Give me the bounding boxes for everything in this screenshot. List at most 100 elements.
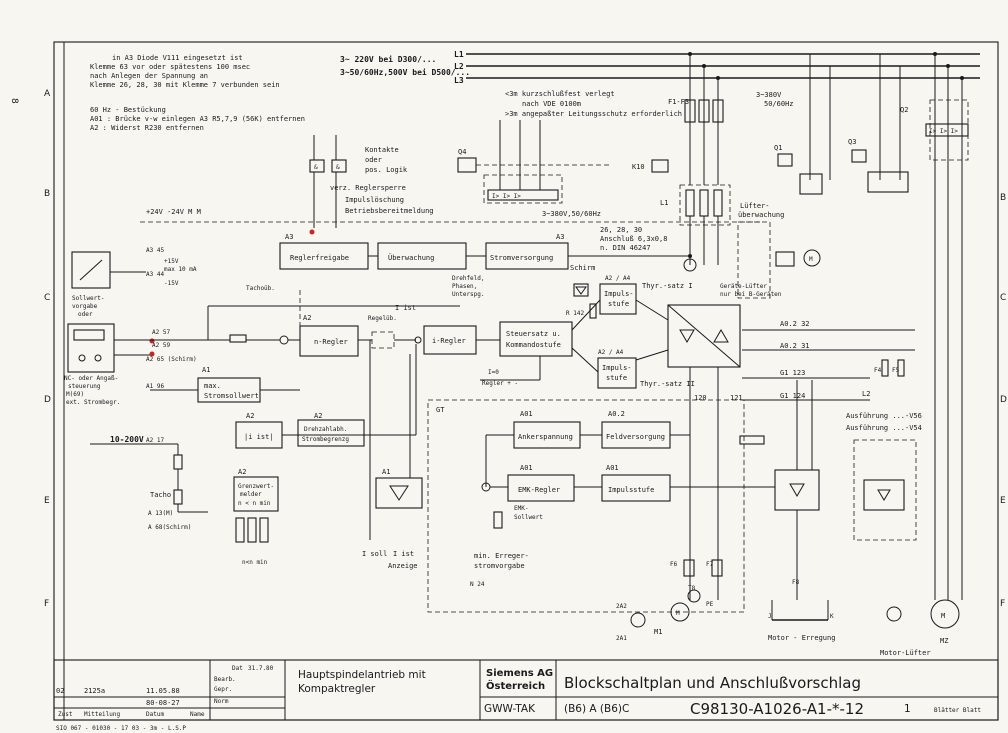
label-a02-32: A0.2 32 xyxy=(780,320,810,328)
label-f5: F5 xyxy=(892,367,900,374)
phase-l3: L3 xyxy=(454,76,464,85)
block-impulsstufe-1-b: stufe xyxy=(608,300,629,308)
label-a1-anzeige: A1 xyxy=(382,468,390,476)
row-label-b: B xyxy=(44,189,50,199)
svg-text:I=0: I=0 xyxy=(488,369,499,376)
label-n-nmin: n<n min xyxy=(242,559,268,566)
label-tacho-a: A 13(M) xyxy=(148,510,173,517)
tb-norm: Norm xyxy=(214,698,229,705)
tb-dept: GWW-TAK xyxy=(484,703,536,715)
block-ankerspannung-label: Ankerspannung xyxy=(518,433,573,441)
row-label-c-right: C xyxy=(1000,293,1006,303)
term-a2-57: A2 57 xyxy=(152,329,170,336)
block-i-ist-abs-label: |i ist| xyxy=(244,433,274,441)
svg-text:M: M xyxy=(809,256,813,263)
label-anschluss-1: 26, 28, 30 xyxy=(600,226,642,234)
label-g1-124: G1 124 xyxy=(780,392,805,400)
tb-title: Blockschaltplan und Anschlußvorschlag xyxy=(564,674,861,692)
tb-rev-code: 02 xyxy=(56,687,64,695)
label-a2a4-upper: A2 / A4 xyxy=(605,275,631,282)
motor-m1 xyxy=(670,602,690,622)
label-j: J xyxy=(768,613,772,620)
row-label-e-right: E xyxy=(1000,496,1006,506)
row-label-f-right: F xyxy=(1000,599,1005,609)
block-stromversorgung-label: Stromversorgung xyxy=(490,254,553,262)
label-a02-31: A0.2 31 xyxy=(780,342,810,350)
label-min-erreger-2: stromvorgabe xyxy=(474,562,525,570)
block-grenzwertmelder xyxy=(233,476,279,512)
block-emk-regler-label: EMK-Regler xyxy=(518,486,560,494)
label-ausfuehrung-1: Ausführung ...-V56 xyxy=(846,412,922,420)
block-grenz-2: melder xyxy=(240,491,262,498)
terminal-121: 121 xyxy=(730,394,743,402)
row-label-d: D xyxy=(44,395,51,405)
label-l2: L2 xyxy=(862,390,870,398)
block-n-regler-label: n-Regler xyxy=(314,338,348,346)
label-unterspg: Unterspg. xyxy=(452,291,485,298)
label-t8: T8 xyxy=(688,585,696,592)
block-impulsstufe-3-label: Impulsstufe xyxy=(608,486,654,494)
row-label-f: F xyxy=(44,599,49,609)
tb-rev-date-2: 80-08-27 xyxy=(146,699,180,707)
block-i-regler-label: i-Regler xyxy=(432,337,466,345)
label-q1: Q1 xyxy=(774,144,782,152)
supply-text-b: 3~50/60Hz,500V bei D500/... xyxy=(340,67,470,77)
svg-text:I> I> I>: I> I> I> xyxy=(492,193,521,200)
note-line-7: A2 : Widerst R230 entfernen xyxy=(90,124,204,132)
block-drehzahlabh xyxy=(297,419,365,447)
tb-project-1: Hauptspindelantrieb mit xyxy=(298,669,426,681)
right-supply-2: 50/60Hz xyxy=(764,100,794,108)
label-a3: A3 xyxy=(285,233,293,241)
label-q2: Q2 xyxy=(900,106,908,114)
svg-text:M: M xyxy=(941,612,945,620)
label-a1: A1 xyxy=(202,366,210,374)
notes-block: in A3 Diode V111 eingesetzt ist Klemme 6… xyxy=(90,54,305,132)
label-tacho-b: A 68(Schirm) xyxy=(148,524,191,531)
label-q4: Q4 xyxy=(458,148,466,156)
tb-sheet: 1 xyxy=(904,703,911,715)
label-nc-4: ext. Strombegr. xyxy=(66,399,120,406)
label-thyr-1: Thyr.-satz I xyxy=(642,282,693,290)
label-m1: M1 xyxy=(654,628,662,636)
block-n-regler xyxy=(299,325,359,357)
label-anschluss-2: Anschluß 6,3x0,8 xyxy=(600,235,667,243)
note-line-2: Klemme 63 vor oder spätestens 100 msec xyxy=(90,63,250,71)
block-drehzahl-1: Drehzahlabh. xyxy=(304,426,347,433)
tb-rev-number: 2125a xyxy=(84,687,105,695)
term-a2-17: A2 17 xyxy=(146,437,164,444)
label-oder: oder xyxy=(365,156,382,164)
title-block: Dat 31.7.80 Bearb. Gepr. Norm 02 2125a 1… xyxy=(53,659,999,721)
tb-project-2: Kompaktregler xyxy=(298,683,376,695)
label-emk-sollwert-2: Sollwert xyxy=(514,514,543,521)
label-plus15: +15V xyxy=(164,258,179,265)
sollwert-potentiometer xyxy=(71,251,111,289)
margin-number: 8 xyxy=(9,98,19,104)
svg-text:I> I> I>: I> I> I> xyxy=(929,128,958,135)
thyristor-bridge xyxy=(667,304,741,368)
label-impulsloeschung: Impulslöschung xyxy=(345,196,404,204)
label-f8: F8 xyxy=(792,579,800,586)
block-impulsstufe-3 xyxy=(601,474,671,502)
label-f4: F4 xyxy=(874,367,882,374)
block-grenz-3: n < n min xyxy=(238,500,271,507)
label-drehfeld: Drehfeld, xyxy=(452,275,485,282)
svg-text:2A1: 2A1 xyxy=(616,635,627,642)
tb-name: Name xyxy=(190,711,205,718)
label-ausfuehrung-2: Ausführung ...-V54 xyxy=(846,424,922,432)
row-label-e: E xyxy=(44,496,50,506)
label-l1: L1 xyxy=(660,199,668,207)
block-impulsstufe-2-b: stufe xyxy=(606,374,627,382)
row-label-d-right: D xyxy=(1000,395,1007,405)
label-phasen: Phasen, xyxy=(452,283,477,290)
row-label-b-right: B xyxy=(1000,193,1006,203)
block-max-strom-1: max. xyxy=(204,382,221,390)
label-a3-right: A3 xyxy=(556,233,564,241)
label-luefter-1: Lüfter- xyxy=(740,202,770,210)
fuse-f1-f3: F1-F3 xyxy=(668,98,689,106)
block-impulsstufe-2 xyxy=(597,357,637,389)
label-i-ist-top: I ist xyxy=(395,304,416,312)
label-betriebsbereit: Betriebsbereitmeldung xyxy=(345,207,434,215)
label-volt-range: 10-200V xyxy=(110,435,144,444)
label-mz: MZ xyxy=(940,637,948,645)
